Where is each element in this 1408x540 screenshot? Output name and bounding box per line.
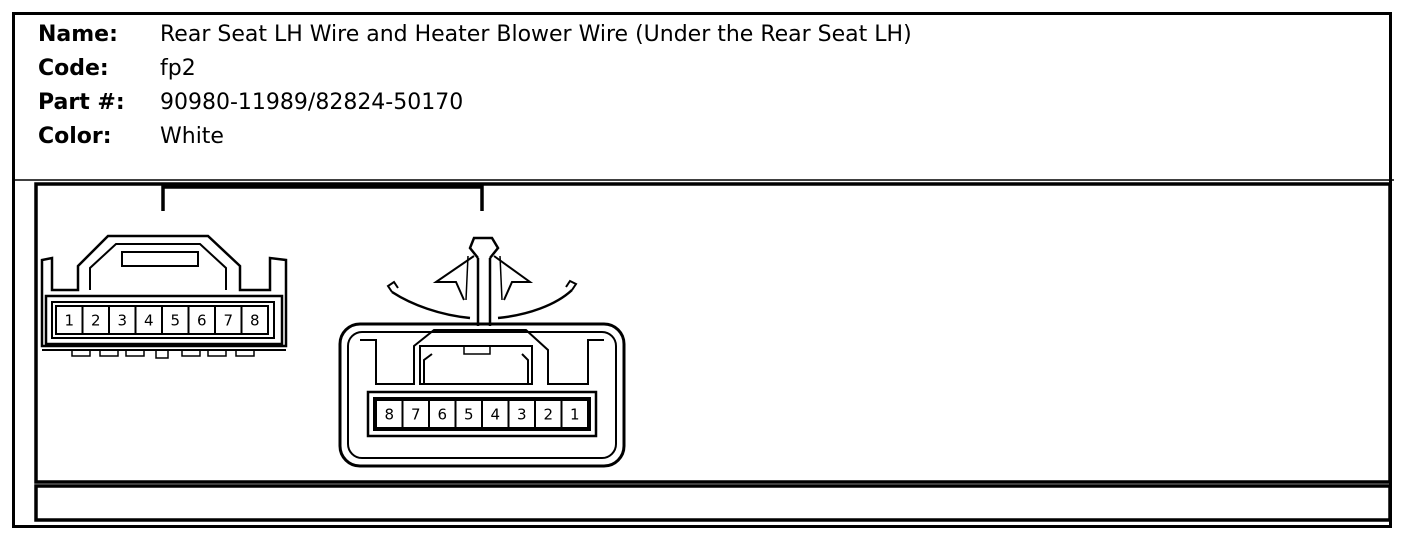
left-connector-pin-label: 5 xyxy=(170,311,180,329)
left-connector xyxy=(40,234,288,359)
part-value: 90980-11989/82824-50170 xyxy=(160,90,464,115)
name-value: Rear Seat LH Wire and Heater Blower Wire… xyxy=(160,22,912,47)
color-value: White xyxy=(160,124,224,149)
left-connector-pin-label: 2 xyxy=(91,311,101,329)
right-connector-pin-cell xyxy=(560,399,589,429)
left-connector-pin-label: 7 xyxy=(223,311,233,329)
left-connector-pin-label: 3 xyxy=(117,311,127,329)
part-label: Part #: xyxy=(38,90,125,115)
view-bracket xyxy=(161,185,484,211)
name-label: Name: xyxy=(38,22,118,47)
code-label: Code: xyxy=(38,56,109,81)
right-connector xyxy=(338,236,626,468)
right-connector-pin-label: 4 xyxy=(490,405,500,423)
right-connector-pin-label: 6 xyxy=(437,405,447,423)
bottom-strip xyxy=(34,484,1392,522)
left-connector-pin-cell xyxy=(240,305,269,335)
right-connector-pin-label: 7 xyxy=(411,405,421,423)
left-connector-pin-label: 1 xyxy=(64,311,74,329)
right-connector-pin-label: 1 xyxy=(570,405,580,423)
right-connector-pin-label: 2 xyxy=(543,405,553,423)
left-connector-pin-label: 4 xyxy=(144,311,154,329)
left-connector-pin-label: 8 xyxy=(250,311,260,329)
drawing-frame xyxy=(34,182,1392,484)
right-connector-pin-label: 3 xyxy=(517,405,527,423)
right-connector-pin-label: 8 xyxy=(384,405,394,423)
left-connector-pin-label: 6 xyxy=(197,311,207,329)
code-value: fp2 xyxy=(160,56,196,81)
color-label: Color: xyxy=(38,124,112,149)
right-connector-pin-label: 5 xyxy=(464,405,474,423)
